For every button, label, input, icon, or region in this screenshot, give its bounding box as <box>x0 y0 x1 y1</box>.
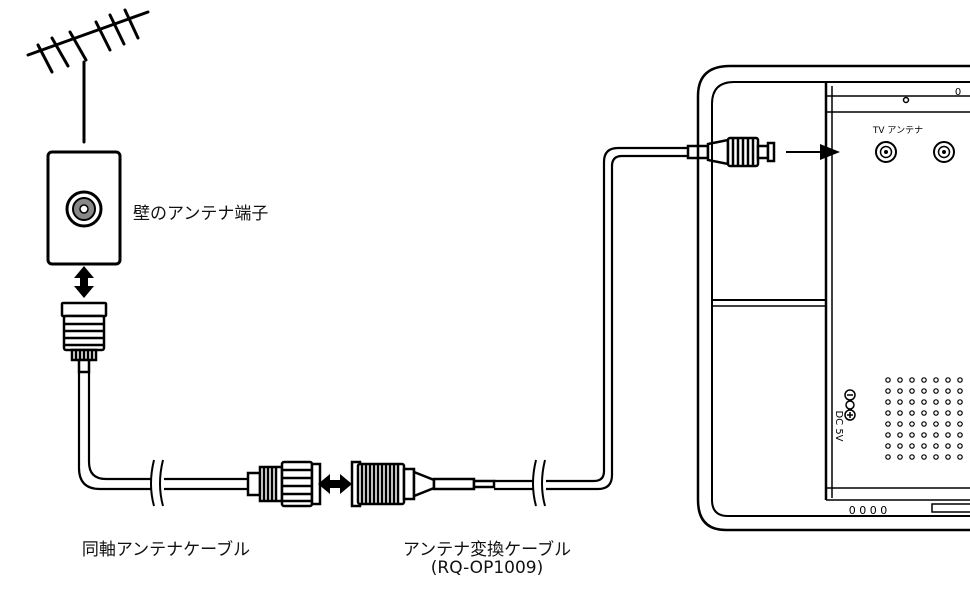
conversion-cable-label: アンテナ変換ケーブル <box>402 540 572 560</box>
grille-hole <box>957 443 963 449</box>
grille-hole <box>957 377 963 383</box>
grille-hole <box>909 432 915 438</box>
grille-hole <box>885 443 891 449</box>
grille-hole <box>933 421 939 427</box>
tv-antenna-jack <box>875 141 897 163</box>
grille-hole <box>921 432 927 438</box>
grille-hole <box>897 388 903 394</box>
dc-polarity-icon <box>844 389 856 421</box>
grille-hole <box>933 454 939 460</box>
grille-hole <box>909 399 915 405</box>
grille-hole <box>957 454 963 460</box>
tv-antenna-label: TV アンテナ <box>872 125 923 136</box>
grille-hole <box>909 388 915 394</box>
grille-hole <box>909 377 915 383</box>
grille-hole <box>897 454 903 460</box>
grille-hole <box>945 421 951 427</box>
grille-hole <box>957 432 963 438</box>
grille-hole <box>885 454 891 460</box>
grille-hole <box>933 388 939 394</box>
grille-hole <box>921 388 927 394</box>
indicator-dot <box>902 96 910 104</box>
grille-hole <box>885 432 891 438</box>
grille-hole <box>921 454 927 460</box>
grille-hole <box>933 377 939 383</box>
grille-hole <box>945 454 951 460</box>
vertical-double-arrow-icon <box>74 266 94 298</box>
coax-cable-label: 同軸アンテナケーブル <box>81 540 251 560</box>
grille-hole <box>957 410 963 416</box>
grille-hole <box>945 432 951 438</box>
conversion-cable <box>494 146 688 491</box>
grille-hole <box>945 410 951 416</box>
grille-hole <box>945 399 951 405</box>
coax-plug <box>246 460 322 508</box>
grille-hole <box>909 421 915 427</box>
grille-hole <box>921 443 927 449</box>
top-mark: 0 <box>955 87 961 98</box>
dc-5v-label: DC 5V <box>833 410 844 441</box>
grille-hole <box>921 410 927 416</box>
grille-hole <box>921 421 927 427</box>
grille-hole <box>909 443 915 449</box>
grille-hole <box>921 377 927 383</box>
grille-hole <box>933 432 939 438</box>
bottom-port-dots: 0 0 0 0 <box>849 504 887 517</box>
grille-hole <box>957 388 963 394</box>
grille-hole <box>897 410 903 416</box>
wall-antenna-terminal <box>46 150 122 266</box>
antenna-icon <box>26 8 150 144</box>
grille-hole <box>885 377 891 383</box>
grille-hole <box>957 421 963 427</box>
cable-break-mark <box>150 459 164 507</box>
grille-hole <box>945 377 951 383</box>
horizontal-double-arrow-icon <box>318 474 352 494</box>
cable-break-mark <box>532 459 546 507</box>
device-body <box>696 64 970 532</box>
grille-hole <box>933 410 939 416</box>
grille-hole <box>897 399 903 405</box>
grille-hole <box>885 410 891 416</box>
grille-hole <box>945 443 951 449</box>
grille-hole <box>897 421 903 427</box>
grille-hole <box>945 388 951 394</box>
grille-hole <box>909 454 915 460</box>
grille-hole <box>885 421 891 427</box>
grille-hole <box>957 399 963 405</box>
speaker-grille <box>885 377 963 460</box>
grille-hole <box>921 399 927 405</box>
grille-hole <box>897 443 903 449</box>
grille-hole <box>909 410 915 416</box>
conversion-cable-model: (RQ-OP1009) <box>430 558 544 578</box>
grille-hole <box>885 388 891 394</box>
coax-f-connector <box>60 301 108 374</box>
grille-hole <box>897 432 903 438</box>
grille-hole <box>885 399 891 405</box>
conversion-cable-female-connector <box>350 460 496 508</box>
coax-cable <box>77 372 250 491</box>
conversion-cable-plug <box>686 136 776 168</box>
grille-hole <box>933 399 939 405</box>
antenna-jack-2 <box>933 141 955 163</box>
grille-hole <box>933 443 939 449</box>
grille-hole <box>897 377 903 383</box>
wall-terminal-label: 壁のアンテナ端子 <box>133 204 269 224</box>
